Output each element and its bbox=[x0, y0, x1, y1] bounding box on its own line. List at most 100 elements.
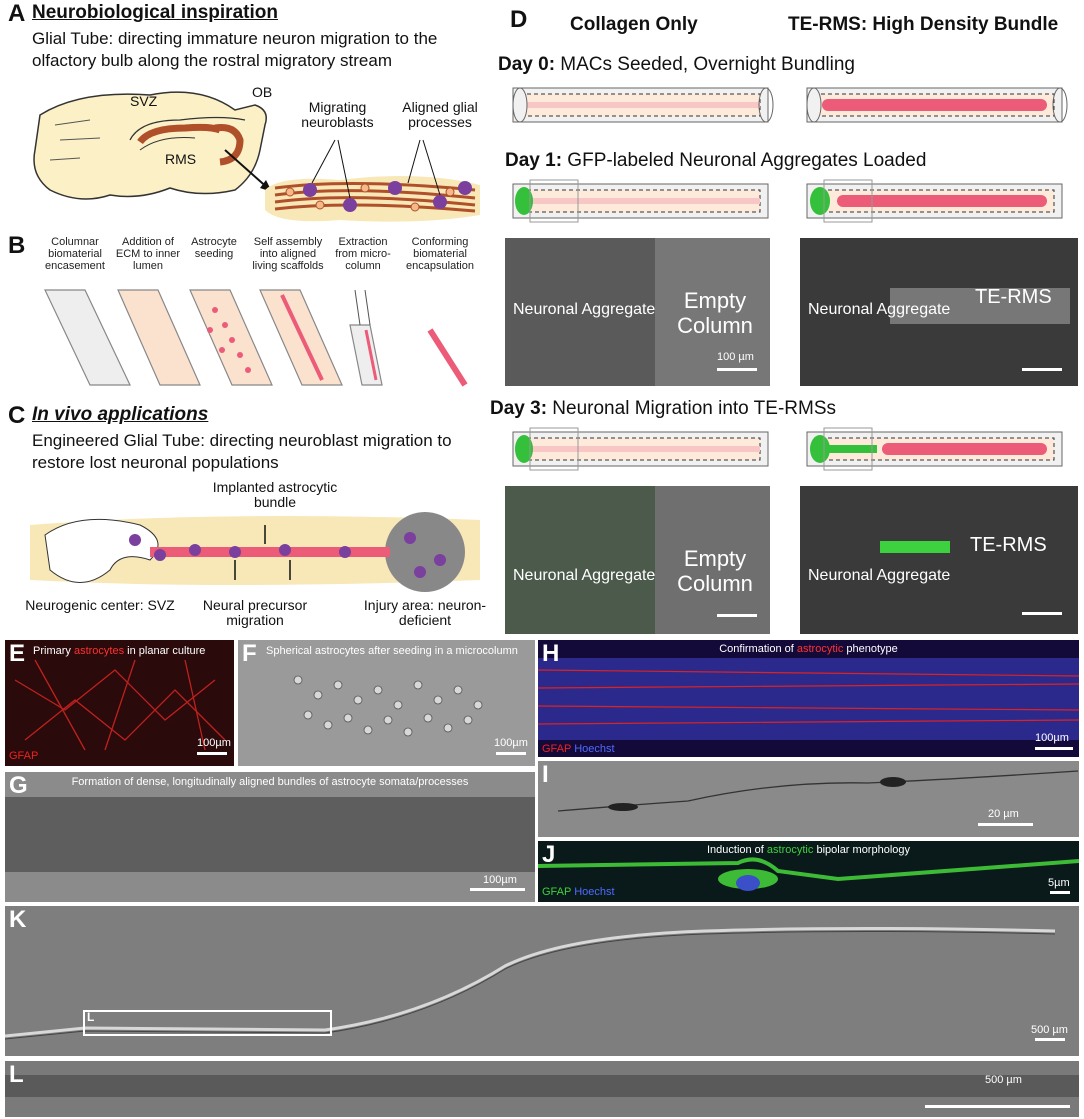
step-2: Addition of ECM to inner lumen bbox=[115, 236, 181, 272]
label-injury: Injury area: neuron-deficient bbox=[363, 597, 487, 628]
panel-j-letter: J bbox=[542, 841, 556, 868]
label-implanted: Implanted astrocytic bundle bbox=[212, 479, 338, 510]
scalebar-text: 20 µm bbox=[988, 808, 1019, 820]
micrograph-e: E Primary astrocytes in planar culture G… bbox=[5, 640, 234, 766]
scalebar bbox=[197, 752, 227, 755]
scalebar-text: 5µm bbox=[1048, 877, 1070, 889]
micrograph-g: G Formation of dense, longitudinally ali… bbox=[5, 772, 535, 902]
tube-day1-collagen bbox=[512, 179, 769, 223]
scalebar bbox=[1022, 368, 1062, 371]
scalebar bbox=[496, 752, 526, 755]
panel-c-title: In vivo applications bbox=[32, 404, 209, 425]
day1-title: Day 1: GFP-labeled Neuronal Aggregates L… bbox=[505, 150, 927, 171]
scalebar-text: 100µm bbox=[483, 874, 517, 886]
panel-e-letter: E bbox=[9, 640, 26, 667]
gfap-fibers bbox=[538, 669, 1079, 725]
panel-g-header: Formation of dense, longitudinally align… bbox=[71, 776, 469, 788]
scaffold-steps-diagram bbox=[44, 289, 468, 387]
scalebar-text: 100 µm bbox=[717, 351, 754, 363]
micrograph-k: L K 500 µm bbox=[5, 906, 1079, 1056]
inset-label: L bbox=[87, 1010, 95, 1024]
micrograph-day3-terms: Neuronal Aggregate TE-RMS bbox=[800, 486, 1078, 634]
micrograph-day1-terms: Neuronal Aggregate TE-RMS bbox=[800, 238, 1078, 386]
scalebar bbox=[1022, 612, 1062, 615]
scalebar-text: 100µm bbox=[494, 737, 528, 749]
label-rms: RMS bbox=[165, 151, 197, 167]
step-5: Extraction from micro-column bbox=[335, 236, 391, 272]
long-bundle bbox=[5, 927, 1056, 1040]
scalebar-text: 100µm bbox=[1035, 732, 1069, 744]
scalebar-text: 500 µm bbox=[985, 1074, 1022, 1086]
micrograph-l: L 500 µm bbox=[5, 1061, 1079, 1117]
label-neuronal-aggregate: Neuronal Aggregate bbox=[808, 301, 951, 318]
panel-g-letter: G bbox=[9, 772, 28, 799]
micrograph-f: F Spherical astrocytes after seeding in … bbox=[238, 640, 535, 766]
astrocyte-network bbox=[14, 659, 226, 751]
label-te-rms: TE-RMS bbox=[970, 534, 1047, 556]
panel-h-header: Confirmation of astrocytic phenotype bbox=[719, 643, 898, 655]
label-neuronal-aggregate: Neuronal Aggregate bbox=[513, 301, 656, 318]
label-aligned: Aligned glial processes bbox=[402, 99, 478, 130]
inset-box bbox=[83, 1010, 332, 1036]
label-neurogenic: Neurogenic center: SVZ bbox=[25, 597, 175, 613]
scalebar bbox=[470, 888, 525, 891]
panel-f-letter: F bbox=[242, 640, 257, 667]
panel-j-header: Induction of astrocytic bipolar morpholo… bbox=[706, 844, 911, 856]
step-6: Conforming biomaterial encapsulation bbox=[406, 236, 474, 272]
panel-e-header: Primary astrocytes in planar culture bbox=[33, 645, 206, 657]
label-neuronal-aggregate: Neuronal Aggregate bbox=[513, 567, 656, 584]
day0-title: Day 0: MACs Seeded, Overnight Bundling bbox=[498, 54, 855, 75]
gfap-label: GFAP bbox=[9, 750, 39, 762]
tube-day1-terms bbox=[806, 179, 1063, 223]
tube-day0-collagen bbox=[512, 87, 774, 123]
panel-f-header: Spherical astrocytes after seeding in a … bbox=[266, 645, 518, 657]
scalebar bbox=[978, 823, 1033, 826]
label-te-rms: TE-RMS bbox=[975, 286, 1052, 308]
stain-labels: GFAP Hoechst bbox=[542, 743, 615, 755]
gfap-bipolar bbox=[538, 857, 1079, 891]
label-empty-column: Empty Column bbox=[677, 288, 753, 338]
panel-i-letter: I bbox=[542, 761, 549, 788]
panel-d-letter: D bbox=[510, 6, 528, 33]
micrograph-day3-collagen: Neuronal Aggregate Empty Column bbox=[505, 486, 770, 634]
scalebar-text: 500 µm bbox=[1031, 1024, 1068, 1036]
micrograph-day1-collagen: Neuronal Aggregate Empty Column 100 µm bbox=[505, 238, 770, 386]
tube-day3-collagen bbox=[512, 427, 769, 471]
panel-b-letter: B bbox=[8, 232, 26, 259]
label-neuronal-aggregate: Neuronal Aggregate bbox=[808, 567, 951, 584]
col-collagen-only: Collagen Only bbox=[570, 14, 698, 35]
implant-diagram bbox=[30, 512, 480, 592]
panel-a-title: Neurobiological inspiration bbox=[32, 2, 278, 23]
step-1: Columnar biomaterial encasement bbox=[45, 236, 105, 272]
stain-labels: GFAP Hoechst bbox=[542, 886, 615, 898]
scalebar bbox=[717, 368, 757, 371]
panel-c-text: Engineered Glial Tube: directing neurobl… bbox=[32, 431, 452, 472]
spherical-cells bbox=[293, 675, 483, 737]
step-4: Self assembly into aligned living scaffo… bbox=[252, 236, 324, 272]
scalebar bbox=[1050, 891, 1070, 894]
micrograph-i: I 20 µm bbox=[538, 761, 1079, 837]
scalebar bbox=[717, 614, 757, 617]
panel-h-letter: H bbox=[542, 640, 560, 667]
label-svz: SVZ bbox=[130, 93, 158, 109]
panel-a-text: Glial Tube: directing immature neuron mi… bbox=[32, 29, 438, 70]
scalebar bbox=[925, 1105, 1070, 1108]
panel-k-letter: K bbox=[9, 906, 27, 933]
panel-l-letter: L bbox=[9, 1061, 24, 1088]
label-empty-column: Empty Column bbox=[677, 546, 753, 596]
micrograph-j: J Induction of astrocytic bipolar morpho… bbox=[538, 841, 1079, 902]
brain-diagram bbox=[33, 91, 480, 222]
tube-day0-terms bbox=[806, 87, 1068, 123]
tube-day3-terms bbox=[806, 427, 1063, 471]
col-te-rms: TE-RMS: High Density Bundle bbox=[788, 14, 1059, 35]
panel-c-letter: C bbox=[8, 402, 26, 429]
micrograph-h: H Confirmation of astrocytic phenotype G… bbox=[538, 640, 1079, 757]
bipolar-cell bbox=[557, 770, 1079, 812]
day3-title: Day 3: Neuronal Migration into TE-RMSs bbox=[490, 398, 837, 419]
scalebar bbox=[1035, 1038, 1065, 1041]
step-3: Astrocyte seeding bbox=[191, 236, 237, 260]
label-precursor: Neural precursor migration bbox=[202, 597, 308, 628]
label-ob: OB bbox=[252, 84, 273, 100]
scalebar bbox=[1035, 747, 1073, 750]
panel-a-letter: A bbox=[8, 0, 26, 27]
